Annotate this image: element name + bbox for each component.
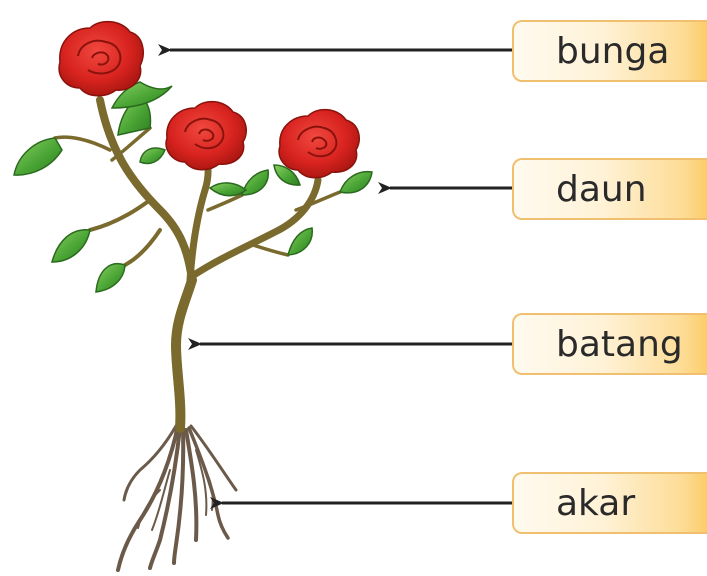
label-box-root: akar	[512, 472, 707, 534]
roots	[118, 425, 236, 570]
leaf-9	[340, 172, 372, 193]
label-flower: bunga	[556, 31, 669, 72]
flower-1	[59, 22, 143, 96]
label-root: akar	[556, 483, 635, 524]
label-box-flower: bunga	[512, 20, 707, 82]
label-stem: batang	[556, 324, 683, 365]
label-box-stem: batang	[512, 313, 707, 375]
leaf-4	[52, 230, 90, 262]
flower-3	[279, 110, 359, 178]
flowers	[59, 22, 359, 178]
leaf-1	[14, 138, 62, 175]
leaf-10	[210, 183, 246, 196]
leaf-6	[242, 170, 268, 195]
flower-2	[166, 102, 246, 170]
leaf-5	[96, 264, 125, 292]
leaf-8	[288, 228, 312, 255]
label-leaf: daun	[556, 169, 647, 210]
label-box-leaf: daun	[512, 158, 707, 220]
leaf-7	[140, 148, 165, 163]
